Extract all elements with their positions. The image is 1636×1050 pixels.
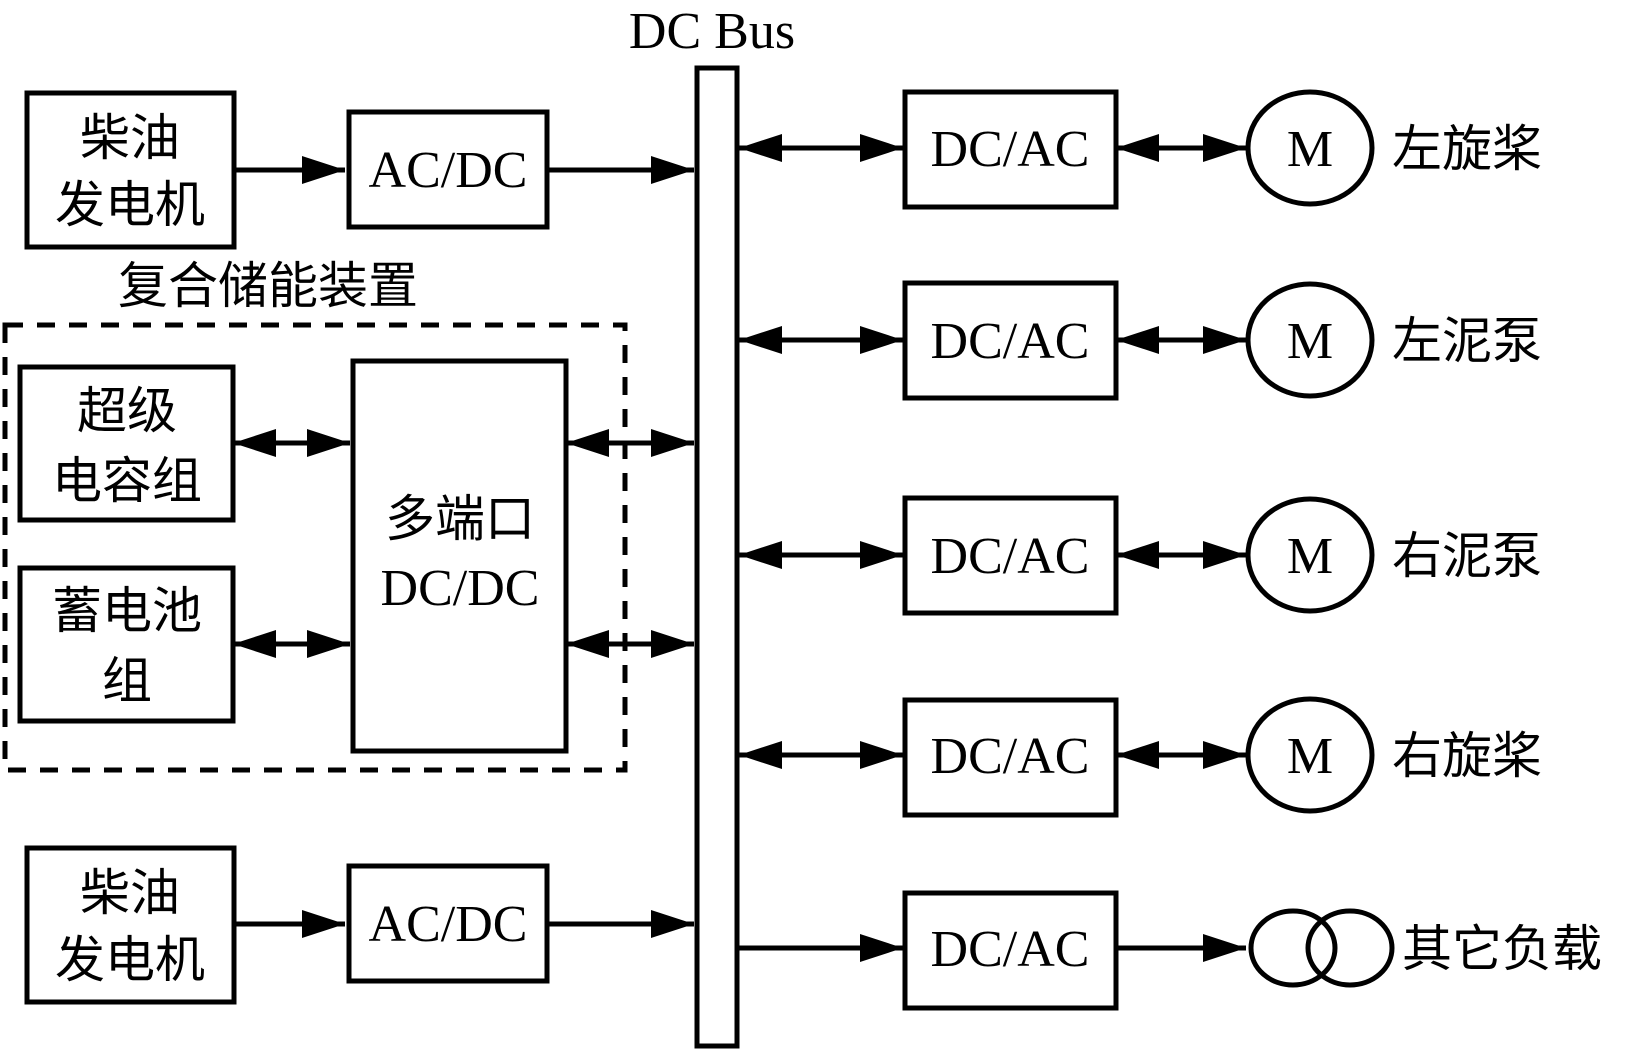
dcac-converter [902, 890, 1119, 1011]
arrow-right-icon [651, 156, 694, 184]
arrow-left-icon [739, 134, 782, 162]
load-label: 右泥泵 [1392, 527, 1542, 585]
arrow-right-icon [1203, 326, 1246, 354]
arrow-left-icon [233, 630, 276, 658]
arrow-right-icon [1203, 934, 1246, 962]
dcac-label: DC/AC [931, 728, 1090, 785]
arrow-right-icon [1203, 134, 1246, 162]
arrow-right-icon [651, 429, 694, 457]
acdc-bottom-label: AC/DC [369, 896, 528, 953]
motor-symbol: M [1287, 528, 1333, 585]
transformer-coil-icon [1248, 908, 1338, 988]
battery-line1: 蓄电池 [52, 582, 202, 640]
gen-bottom-line1: 柴油 [80, 864, 180, 922]
dcac-converter [902, 697, 1119, 818]
arrow-right-icon [307, 429, 350, 457]
transformer-coil-icon [1305, 908, 1395, 988]
load-label: 其它负载 [1402, 920, 1602, 978]
energy-storage-label: 复合储能装置 [118, 257, 418, 315]
motor-icon [1245, 696, 1375, 814]
gen-top-line1: 柴油 [80, 109, 180, 167]
dcac-label: DC/AC [931, 528, 1090, 585]
battery-bank: 蓄电池 组 [17, 565, 236, 724]
motor-symbol: M [1287, 121, 1333, 178]
arrow-right-icon [302, 910, 345, 938]
arrow-right-icon [651, 910, 694, 938]
supercap-line2: 电容组 [52, 452, 202, 510]
load-label: 左旋桨 [1392, 120, 1542, 178]
arrow-right-icon [307, 630, 350, 658]
bus-label: DC Bus [629, 3, 795, 60]
supercap-line1: 超级 [77, 382, 177, 440]
arrow-left-icon [1116, 541, 1159, 569]
diesel-generator-top: 柴油 发电机 [24, 90, 237, 250]
dcac-label: DC/AC [931, 313, 1090, 370]
arrow-left-icon [1116, 134, 1159, 162]
multiport-line2: DC/DC [381, 560, 540, 617]
motor-symbol: M [1287, 313, 1333, 370]
load-branch: DC/AC M 左泥泵 [739, 280, 1542, 401]
load-label: 右旋桨 [1392, 727, 1542, 785]
dcac-label: DC/AC [931, 921, 1090, 978]
supercapacitor-bank: 超级 电容组 [17, 364, 236, 523]
arrow-left-icon [739, 541, 782, 569]
arrow-left-icon [566, 630, 609, 658]
gen-bottom-line2: 发电机 [55, 931, 205, 989]
diesel-generator-bottom: 柴油 发电机 [24, 845, 237, 1005]
load-branch: DC/AC M 右旋桨 [739, 696, 1542, 818]
arrow-left-icon [1116, 741, 1159, 769]
energy-storage-enclosure [2, 322, 628, 773]
load-label: 左泥泵 [1392, 312, 1542, 370]
dcac-label: DC/AC [931, 121, 1090, 178]
arrow-left-icon [1116, 326, 1159, 354]
arrow-right-icon [302, 156, 345, 184]
motor-symbol: M [1287, 728, 1333, 785]
arrow-right-icon [860, 541, 903, 569]
arrow-left-icon [739, 741, 782, 769]
arrow-right-icon [1203, 541, 1246, 569]
load-branch: DC/AC 其它负载 [739, 890, 1602, 1011]
motor-icon [1245, 89, 1375, 207]
arrow-right-icon [860, 326, 903, 354]
gen-top-line2: 发电机 [55, 176, 205, 234]
acdc-top-label: AC/DC [369, 142, 528, 199]
arrow-right-icon [860, 934, 903, 962]
acdc-converter-top: AC/DC [346, 109, 550, 230]
arrow-left-icon [233, 429, 276, 457]
arrow-left-icon [739, 326, 782, 354]
multiport-dcdc-converter: 多端口 DC/DC [350, 358, 569, 754]
load-branch: DC/AC M 左旋桨 [739, 89, 1542, 210]
arrow-right-icon [860, 134, 903, 162]
load-branch: DC/AC M 右泥泵 [739, 495, 1542, 616]
dc-bus-bar [694, 65, 740, 1049]
acdc-converter-bottom: AC/DC [346, 863, 550, 984]
arrow-right-icon [651, 630, 694, 658]
dcac-converter [902, 280, 1119, 401]
motor-icon [1245, 496, 1375, 614]
arrow-right-icon [1203, 741, 1246, 769]
battery-line2: 组 [102, 652, 152, 710]
multiport-line1: 多端口 [385, 490, 535, 548]
motor-icon [1245, 281, 1375, 399]
arrow-right-icon [860, 741, 903, 769]
arrow-left-icon [566, 429, 609, 457]
